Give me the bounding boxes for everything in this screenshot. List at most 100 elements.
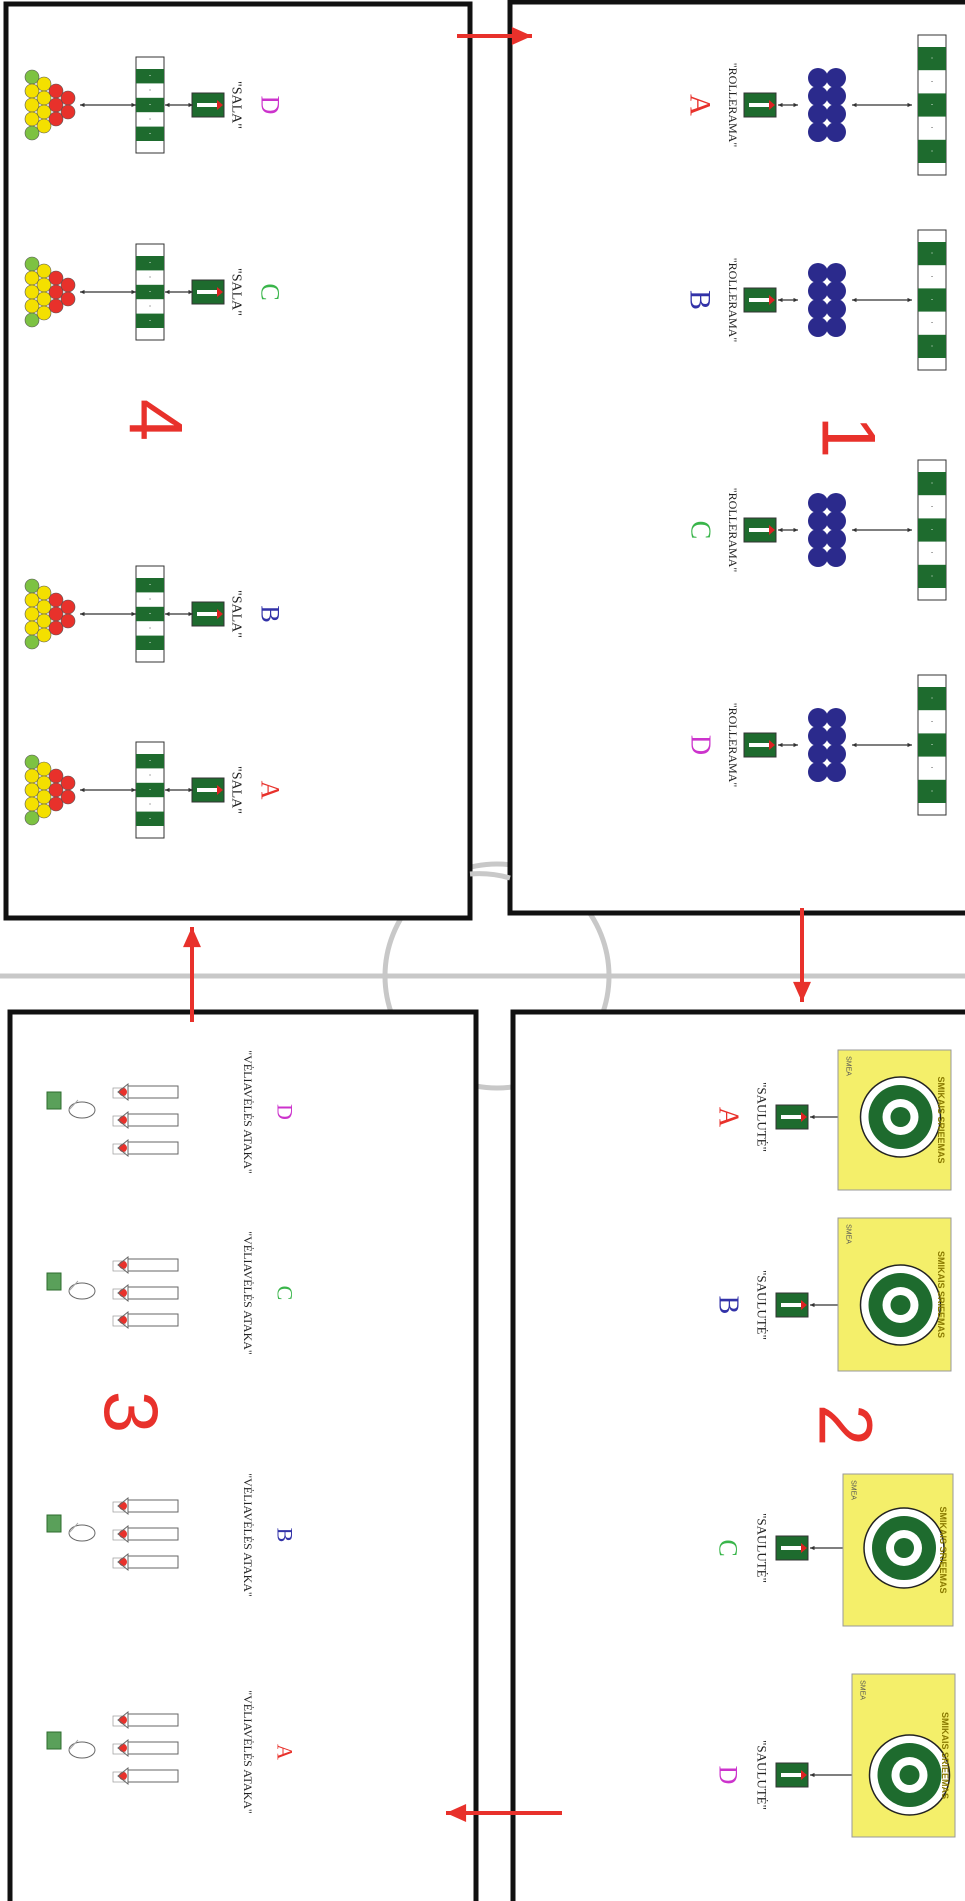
ball-pyramid-icon bbox=[60, 90, 76, 106]
mat-corner-text: SMEA bbox=[850, 1480, 857, 1500]
ball-cluster-icon bbox=[826, 708, 846, 728]
ball-cluster-icon bbox=[826, 68, 846, 88]
marker-pin bbox=[197, 290, 217, 294]
mat-corner-text: SMEA bbox=[859, 1680, 866, 1700]
ball-pyramid-icon bbox=[60, 613, 76, 629]
ball-pyramid-icon bbox=[24, 97, 40, 113]
board-digit: · bbox=[931, 124, 934, 133]
board-digit: · bbox=[149, 259, 152, 268]
board-segment bbox=[136, 578, 164, 593]
ball-pyramid-icon bbox=[24, 298, 40, 314]
ball-pyramid-icon bbox=[24, 634, 40, 650]
arrow-icon bbox=[793, 527, 798, 533]
marker-flag bbox=[769, 295, 775, 305]
board-segment bbox=[136, 97, 164, 113]
board-digit: · bbox=[149, 800, 152, 809]
board-digit: · bbox=[931, 741, 934, 750]
board-digit: · bbox=[931, 296, 934, 305]
lane-arrow-shaft bbox=[127, 1286, 179, 1300]
marker-pin bbox=[749, 298, 769, 302]
sala-team-B: B bbox=[256, 605, 285, 622]
station-number-s4: 4 bbox=[113, 399, 198, 441]
board-digit: · bbox=[149, 316, 152, 325]
board-segment bbox=[918, 779, 946, 803]
ball-pyramid-icon bbox=[36, 599, 52, 615]
lane-arrow-shaft bbox=[127, 1741, 179, 1755]
ball-pyramid-icon bbox=[36, 104, 52, 120]
cone-edge bbox=[68, 1280, 79, 1292]
board-segment bbox=[918, 139, 946, 163]
board-digit: · bbox=[149, 72, 152, 81]
board-digit: · bbox=[931, 694, 934, 703]
court-center-circle bbox=[382, 861, 612, 1091]
ball-pyramid-icon bbox=[24, 111, 40, 127]
ball-pyramid-icon bbox=[24, 256, 40, 272]
rollerama-lane-B: ····· bbox=[743, 229, 947, 371]
sala-title: "SALA" bbox=[229, 81, 244, 129]
saulute-title: "SAULUTĖ" bbox=[755, 1740, 770, 1810]
saulute-team-D: D bbox=[714, 1766, 743, 1785]
station-number-s2: 2 bbox=[803, 1404, 888, 1446]
ball-pyramid-icon bbox=[48, 620, 64, 636]
rollerama-title: "ROLLERAMA" bbox=[726, 488, 740, 573]
ball-pyramid-icon bbox=[36, 775, 52, 791]
arrow-icon bbox=[810, 1772, 815, 1778]
board-segment bbox=[136, 782, 164, 798]
board-digit: · bbox=[931, 342, 934, 351]
ball-cluster-icon bbox=[808, 281, 828, 301]
board-digit: · bbox=[931, 717, 934, 726]
ball-pyramid-icon bbox=[48, 83, 64, 99]
station-frame-s4 bbox=[3, 1, 473, 921]
ball-pyramid-icon bbox=[24, 125, 40, 141]
marker-pin bbox=[781, 1773, 801, 1777]
lane-marker bbox=[119, 1558, 127, 1566]
arrow-icon bbox=[165, 289, 170, 295]
ball-pyramid-icon bbox=[24, 312, 40, 328]
board-segment bbox=[136, 284, 164, 300]
mat-top-text: SMIKAIS SRIEEMAS bbox=[940, 1712, 950, 1799]
ball-pyramid-icon bbox=[48, 592, 64, 608]
ball-cluster-icon bbox=[808, 104, 828, 124]
station-frame-s1 bbox=[507, 0, 965, 916]
ball-pyramid-icon bbox=[24, 606, 40, 622]
veliaveles-lane-C bbox=[46, 1255, 179, 1330]
veliaveles-title: "VĖLIAVĖLĖS ATAKA" bbox=[241, 1690, 255, 1814]
lane-marker bbox=[119, 1261, 127, 1269]
lane-arrow-shaft bbox=[127, 1527, 179, 1541]
marker-flag bbox=[769, 525, 775, 535]
ball-cluster-icon bbox=[826, 281, 846, 301]
mat-top-text: SMIKAIS SRIEEMAS bbox=[936, 1076, 946, 1163]
rollerama-lane-D: ····· bbox=[743, 674, 947, 816]
ball-cluster-icon bbox=[826, 744, 846, 764]
ball-cluster-icon bbox=[826, 86, 846, 106]
ball-pyramid-icon bbox=[24, 782, 40, 798]
marker-pin bbox=[749, 743, 769, 747]
arrow-icon bbox=[165, 611, 170, 617]
board-digit: · bbox=[931, 787, 934, 796]
arrow-icon bbox=[188, 787, 193, 793]
ball-pyramid-icon bbox=[36, 761, 52, 777]
flag-icon bbox=[46, 1731, 62, 1750]
veliaveles-team-B: B bbox=[273, 1528, 298, 1543]
marker-flag bbox=[801, 1770, 807, 1780]
ball-cluster-icon bbox=[808, 726, 828, 746]
saulute-team-C: C bbox=[714, 1539, 743, 1556]
ball-pyramid-icon bbox=[24, 796, 40, 812]
marker-pin bbox=[781, 1546, 801, 1550]
lane-marker bbox=[119, 1530, 127, 1538]
veliaveles-title: "VĖLIAVĖLĖS ATAKA" bbox=[241, 1050, 255, 1174]
rollerama-title: "ROLLERAMA" bbox=[726, 703, 740, 788]
ball-pyramid-icon bbox=[36, 76, 52, 92]
mat-top-text: SMIKAIS SRIEEMAS bbox=[936, 1251, 946, 1338]
lane-arrow-shaft bbox=[127, 1713, 179, 1727]
board-digit: · bbox=[149, 581, 152, 590]
ball-pyramid-icon bbox=[60, 277, 76, 293]
arrow-icon bbox=[778, 102, 783, 108]
lane-arrow-shaft bbox=[127, 1113, 179, 1127]
arrow-icon bbox=[793, 742, 798, 748]
ball-pyramid-icon bbox=[36, 277, 52, 293]
rollerama-team-A: A bbox=[684, 94, 717, 116]
ball-pyramid-icon bbox=[60, 599, 76, 615]
ball-cluster-icon bbox=[826, 493, 846, 513]
